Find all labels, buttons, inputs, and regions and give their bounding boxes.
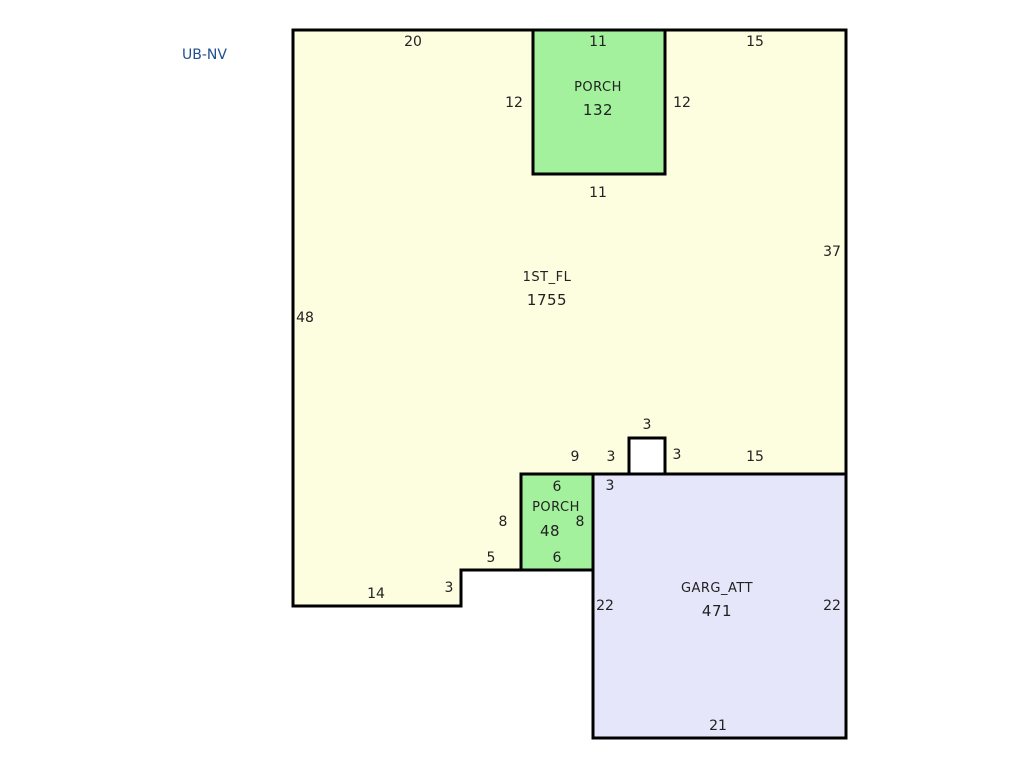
- dim-first-step-up: 8: [499, 514, 508, 530]
- dim-porch-front-left: 12: [505, 95, 523, 111]
- porch-front-area[interactable]: [531, 28, 667, 176]
- room-name-garage: GARG_ATT: [681, 581, 753, 596]
- room-area-first-floor: 1755: [527, 291, 567, 309]
- dim-porch-front-top: 11: [589, 34, 607, 50]
- room-name-porch-back: PORCH: [532, 500, 580, 515]
- dim-first-left: 48: [296, 310, 314, 326]
- porch-back-area[interactable]: [519, 472, 595, 572]
- dim-porch-front-bottom: 11: [589, 185, 607, 201]
- dim-first-top-left: 20: [404, 34, 422, 50]
- dim-porch-back-bottom: 6: [553, 550, 562, 566]
- dim-porch-back-top: 6: [553, 479, 562, 495]
- dim-first-bottom-left: 14: [367, 586, 385, 602]
- dim-first-bump-right: 3: [673, 447, 682, 463]
- room-name-first-floor: 1ST_FL: [523, 270, 572, 285]
- dim-first-right: 37: [823, 244, 841, 260]
- dim-porch-front-right: 12: [673, 95, 691, 111]
- room-area-porch-front: 132: [583, 101, 613, 119]
- dim-garage-right: 22: [823, 598, 841, 614]
- dim-first-step-left: 3: [445, 580, 454, 596]
- dim-first-ledge-right: 15: [746, 449, 764, 465]
- dim-first-step-bottom: 5: [487, 550, 496, 566]
- dim-first-inner-ledge: 9: [571, 449, 580, 465]
- room-area-garage: 471: [702, 602, 732, 620]
- dim-first-bump-top: 3: [643, 417, 652, 433]
- sketch-tag-label: UB-NV: [182, 47, 227, 63]
- dim-garage-top-left: 3: [606, 478, 615, 494]
- dim-garage-left: 22: [596, 598, 614, 614]
- dim-porch-back-right: 8: [576, 514, 585, 530]
- garage-area[interactable]: [591, 472, 848, 740]
- dim-garage-bottom: 21: [709, 718, 727, 734]
- dim-first-top-right: 15: [746, 34, 764, 50]
- room-area-porch-back: 48: [540, 522, 560, 540]
- dim-first-bump-left: 3: [607, 449, 616, 465]
- room-name-porch-front: PORCH: [574, 80, 622, 95]
